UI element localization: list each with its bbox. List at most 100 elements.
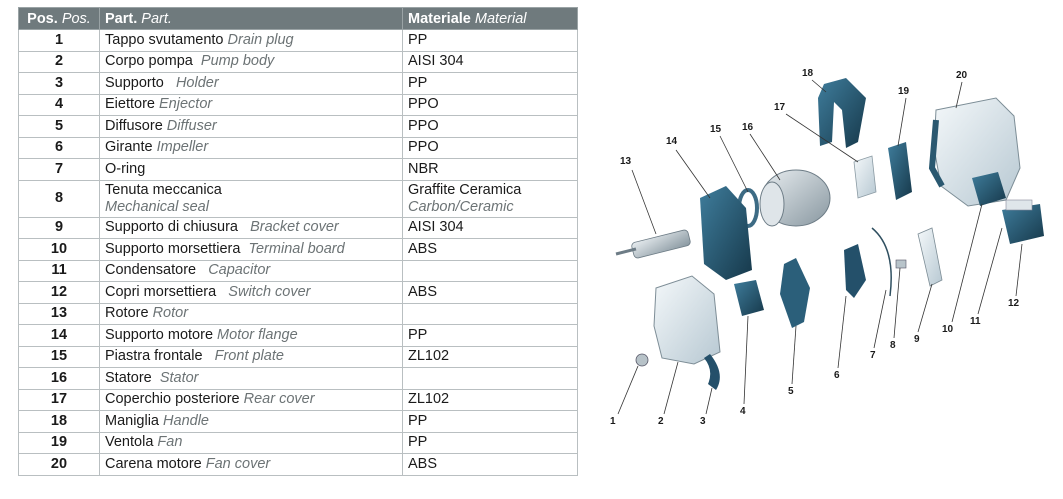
pos-cell: 3 <box>18 72 100 95</box>
material-cell <box>402 302 578 325</box>
callout-2: 2 <box>658 416 664 427</box>
material-cell: ABS <box>402 238 578 261</box>
pos-cell: 4 <box>18 93 100 116</box>
diffuser-part <box>780 258 810 328</box>
capacitor-part <box>1005 199 1033 211</box>
callout-18: 18 <box>802 68 814 79</box>
switch-cover-part <box>1002 204 1044 244</box>
callout-16: 16 <box>742 122 754 133</box>
header-material: Materiale Material <box>402 7 578 30</box>
handle-part <box>818 78 866 148</box>
pos-cell: 9 <box>18 216 100 239</box>
material-cell: ABS <box>402 281 578 304</box>
callout-11: 11 <box>970 316 981 327</box>
pos-cell: 11 <box>18 259 100 282</box>
pos-cell: 19 <box>18 431 100 454</box>
callout-9: 9 <box>914 334 920 345</box>
pos-cell: 14 <box>18 324 100 347</box>
exploded-pump-diagram: 1 2 3 4 5 6 7 8 9 10 11 12 13 14 15 16 1… <box>610 68 1044 427</box>
material-cell: ABS <box>402 453 578 476</box>
callout-13: 13 <box>620 156 632 167</box>
parts-table: Pos. Pos. Part. Part. Materiale Material… <box>18 7 578 476</box>
callout-1: 1 <box>610 416 616 427</box>
pos-cell: 15 <box>18 345 100 368</box>
callout-20: 20 <box>956 70 968 81</box>
callout-8: 8 <box>890 340 896 351</box>
material-cell: AISI 304 <box>402 216 578 239</box>
pos-cell: 10 <box>18 238 100 261</box>
material-cell <box>402 367 578 390</box>
pos-cell: 8 <box>18 179 100 218</box>
callout-5: 5 <box>788 386 794 397</box>
callout-17: 17 <box>774 102 786 113</box>
pos-cell: 12 <box>18 281 100 304</box>
holder-part <box>704 354 720 390</box>
part-cell: Statore Stator <box>99 367 403 390</box>
material-cell: PPO <box>402 115 578 138</box>
material-cell: AISI 304 <box>402 50 578 73</box>
pos-cell: 7 <box>18 158 100 181</box>
part-cell: Supporto Holder <box>99 72 403 95</box>
impeller-part <box>844 244 866 298</box>
fan-part <box>888 142 912 200</box>
pos-cell: 13 <box>18 302 100 325</box>
material-cell <box>402 259 578 282</box>
material-cell: PP <box>402 431 578 454</box>
material-cell: PP <box>402 29 578 52</box>
ejector-part <box>734 280 764 316</box>
pos-cell: 5 <box>18 115 100 138</box>
pos-cell: 6 <box>18 136 100 159</box>
part-cell: Coperchio posteriore Rear cover <box>99 388 403 411</box>
part-cell: Piastra frontale Front plate <box>99 345 403 368</box>
part-cell: Supporto di chiusura Bracket cover <box>99 216 403 239</box>
material-cell: ZL102 <box>402 345 578 368</box>
pos-cell: 20 <box>18 453 100 476</box>
callout-6: 6 <box>834 370 840 381</box>
callout-10: 10 <box>942 324 954 335</box>
material-cell: ZL102 <box>402 388 578 411</box>
pos-cell: 2 <box>18 50 100 73</box>
pump-body-part <box>653 275 721 365</box>
leader-lines <box>617 79 1023 415</box>
part-cell: Eiettore Enjector <box>99 93 403 116</box>
pos-cell: 18 <box>18 410 100 433</box>
part-cell: Corpo pompa Pump body <box>99 50 403 73</box>
callout-12: 12 <box>1008 298 1020 309</box>
part-cell: Ventola Fan <box>99 431 403 454</box>
mechanical-seal-part <box>895 259 907 269</box>
o-ring-part <box>871 227 892 297</box>
part-cell: Copri morsettiera Switch cover <box>99 281 403 304</box>
callout-4: 4 <box>740 406 746 417</box>
part-cell: O-ring <box>99 158 403 181</box>
material-cell: NBR <box>402 158 578 181</box>
header-pos: Pos. Pos. <box>18 7 100 30</box>
stator-part <box>759 169 831 227</box>
rotor-part <box>615 229 691 259</box>
part-cell: Supporto morsettiera Terminal board <box>99 238 403 261</box>
material-cell: PPO <box>402 93 578 116</box>
header-part: Part. Part. <box>99 7 403 30</box>
drain-plug-part <box>635 353 649 367</box>
part-cell: Supporto motore Motor flange <box>99 324 403 347</box>
bracket-cover-part <box>917 227 943 287</box>
part-cell: Condensatore Capacitor <box>99 259 403 282</box>
